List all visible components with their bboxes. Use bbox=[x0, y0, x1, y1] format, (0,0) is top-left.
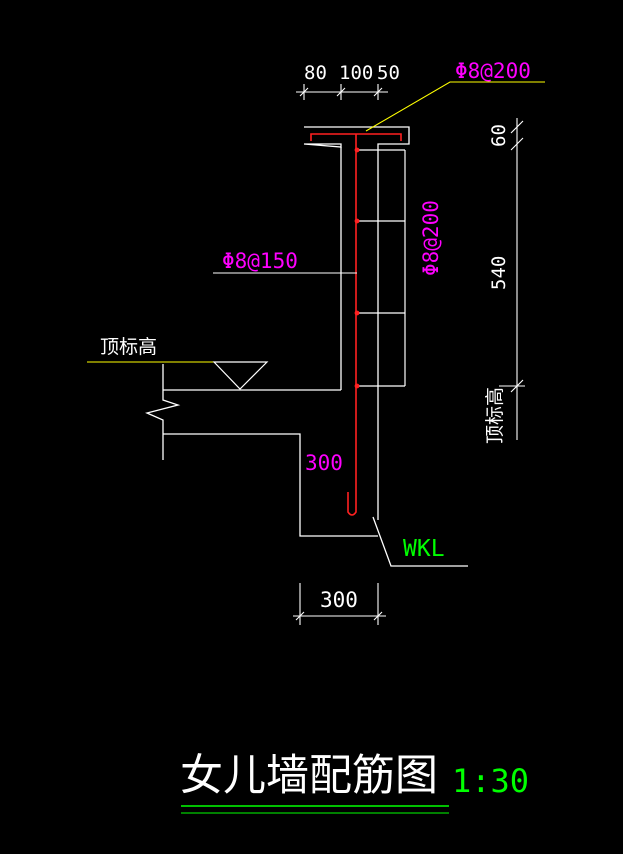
dim-tick bbox=[299, 87, 309, 97]
dim-top-50: 50 bbox=[377, 62, 400, 84]
coping-rebar-leader bbox=[365, 81, 545, 132]
bottom-dimension bbox=[293, 583, 386, 625]
rebar-dot bbox=[354, 147, 360, 153]
dim-tick bbox=[336, 87, 346, 97]
rebar-dots bbox=[354, 147, 360, 389]
rebar-horizontal-label: Φ8@150 bbox=[222, 249, 298, 273]
parapet-outline bbox=[145, 126, 468, 567]
rebar-dot bbox=[354, 383, 360, 389]
rebar bbox=[310, 133, 402, 516]
top-dimension bbox=[296, 84, 388, 100]
roof-elevation-right-label: 顶标高 bbox=[484, 387, 506, 444]
drawing-scale: 1:30 bbox=[452, 762, 529, 800]
distribution-ladder bbox=[357, 149, 406, 387]
dim-tick bbox=[373, 87, 383, 97]
dim-bottom-300: 300 bbox=[320, 588, 358, 612]
beam-depth-label: 300 bbox=[305, 451, 343, 475]
break-line bbox=[145, 364, 181, 460]
dim-tick bbox=[295, 611, 305, 621]
rebar-dot bbox=[354, 218, 360, 224]
rebar-vertical-label: Φ8@200 bbox=[419, 200, 443, 276]
dim-tick bbox=[510, 120, 524, 134]
vertical-rebar bbox=[347, 134, 357, 516]
rebar-dot bbox=[354, 310, 360, 316]
dim-right-60: 60 bbox=[488, 124, 510, 147]
dim-tick bbox=[510, 137, 524, 151]
beam-outline bbox=[163, 433, 378, 537]
dim-tick bbox=[373, 611, 383, 621]
roof-elevation-left-label: 顶标高 bbox=[100, 336, 157, 358]
wkl-leader bbox=[372, 516, 468, 567]
dim-top-100: 100 bbox=[339, 62, 373, 84]
wkl-label: WKL bbox=[403, 536, 445, 562]
dim-right-540: 540 bbox=[488, 256, 510, 290]
elevation-triangle bbox=[212, 361, 269, 390]
dim-top-80: 80 bbox=[304, 62, 327, 84]
right-dimension bbox=[499, 118, 525, 440]
rebar-top-label: Φ8@200 bbox=[455, 59, 531, 83]
drawing-title: 女儿墙配筋图 bbox=[180, 751, 438, 801]
coping-cap-outline bbox=[303, 126, 410, 148]
